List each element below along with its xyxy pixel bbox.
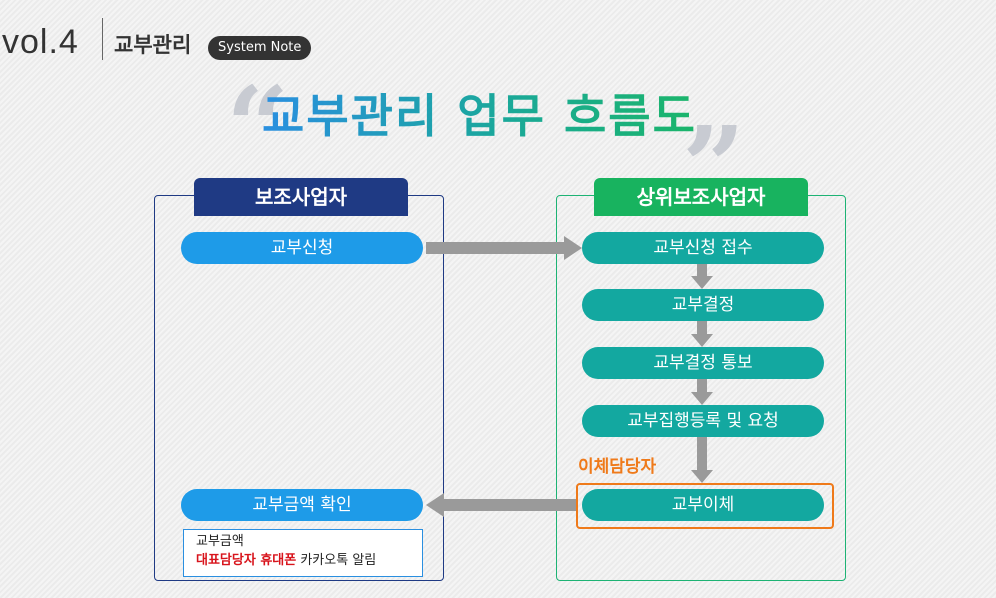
right-column-header: 상위보조사업자 (594, 178, 808, 216)
step-amount-confirm: 교부금액 확인 (181, 489, 423, 521)
transfer-highlight-box (576, 483, 834, 529)
header-divider (102, 18, 103, 60)
arrow-down-1-shaft (697, 264, 707, 277)
arrow-down-4-shaft (697, 437, 707, 471)
left-column-header: 보조사업자 (194, 178, 408, 216)
step-request-received: 교부신청 접수 (582, 232, 824, 264)
arrow-transfer-head (426, 493, 444, 517)
arrow-request-shaft (426, 242, 566, 254)
series-title: 교부관리 (114, 33, 192, 57)
page-title: 교부관리 업무 흐름도 (262, 86, 697, 146)
note-rest-text: 카카오톡 알림 (296, 553, 377, 568)
open-quote-icon: “ (226, 62, 290, 191)
step-execution-registration: 교부집행등록 및 요청 (582, 405, 824, 437)
step-request: 교부신청 (181, 232, 423, 264)
transfer-manager-label: 이체담당자 (578, 457, 657, 477)
arrow-down-4-head (691, 470, 713, 483)
step-decision-notice: 교부결정 통보 (582, 347, 824, 379)
system-note-badge: System Note (208, 36, 312, 60)
vol-label: vol.4 (2, 23, 79, 61)
arrow-down-1-head (691, 276, 713, 289)
step-transfer: 교부이체 (582, 489, 824, 521)
note-line-1: 교부금액 (196, 534, 244, 549)
note-highlight-text: 대표담당자 휴대폰 (196, 553, 297, 568)
arrow-down-3-head (691, 392, 713, 405)
step-decision: 교부결정 (582, 289, 824, 321)
arrow-request-head (564, 236, 582, 260)
notification-note-box (183, 529, 423, 577)
note-line-2: 대표담당자 휴대폰 카카오톡 알림 (196, 552, 376, 569)
arrow-down-2-head (691, 334, 713, 347)
arrow-down-3-shaft (697, 379, 707, 393)
arrow-down-2-shaft (697, 321, 707, 335)
arrow-transfer-shaft (442, 499, 576, 511)
